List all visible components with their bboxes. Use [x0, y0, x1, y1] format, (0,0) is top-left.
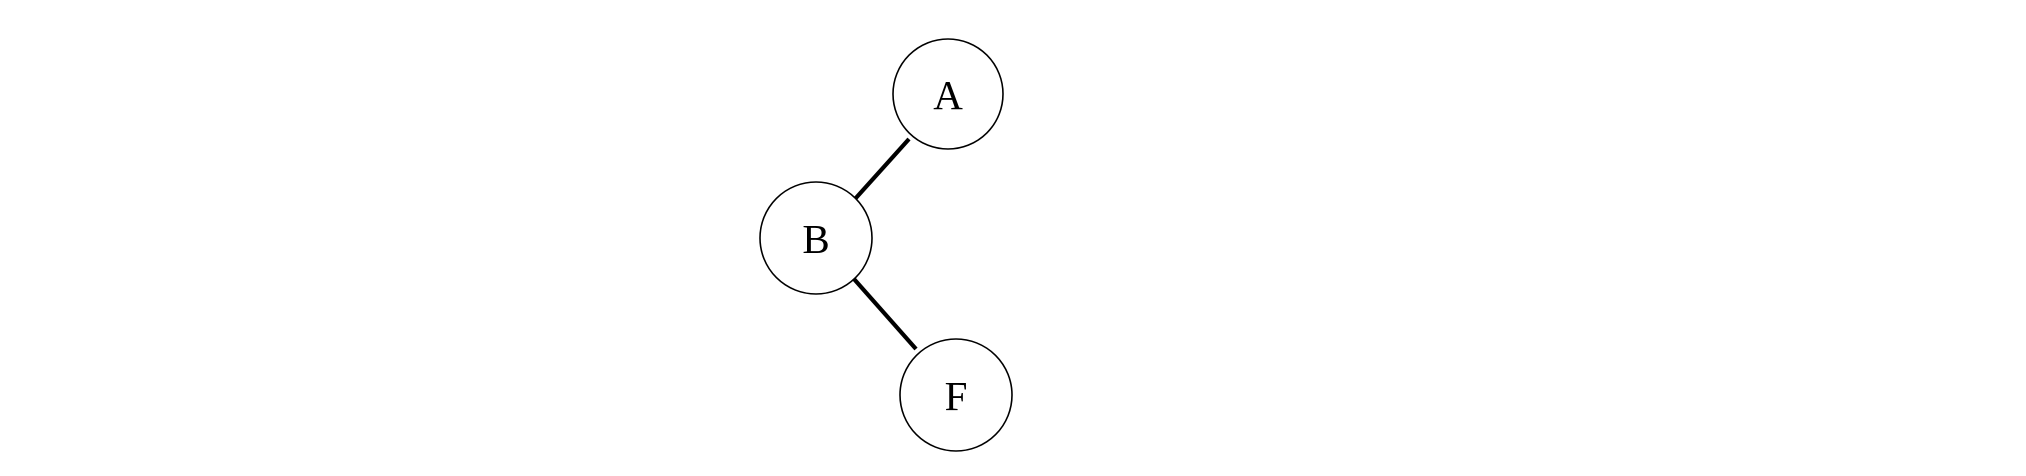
node-f-circle[interactable] — [899, 338, 1013, 452]
edge-b-a[interactable] — [853, 137, 911, 201]
edge-group — [852, 137, 918, 351]
node-b[interactable]: B — [759, 181, 873, 295]
node-a[interactable]: A — [892, 38, 1004, 150]
node-a-label: A — [933, 72, 963, 118]
node-f[interactable]: F — [899, 338, 1013, 452]
node-f-label: F — [945, 373, 968, 419]
node-group: A B F — [759, 38, 1013, 452]
node-b-circle[interactable] — [759, 181, 873, 295]
node-b-label: B — [802, 216, 829, 262]
edge-b-f[interactable] — [852, 277, 918, 351]
node-a-circle[interactable] — [892, 38, 1004, 150]
